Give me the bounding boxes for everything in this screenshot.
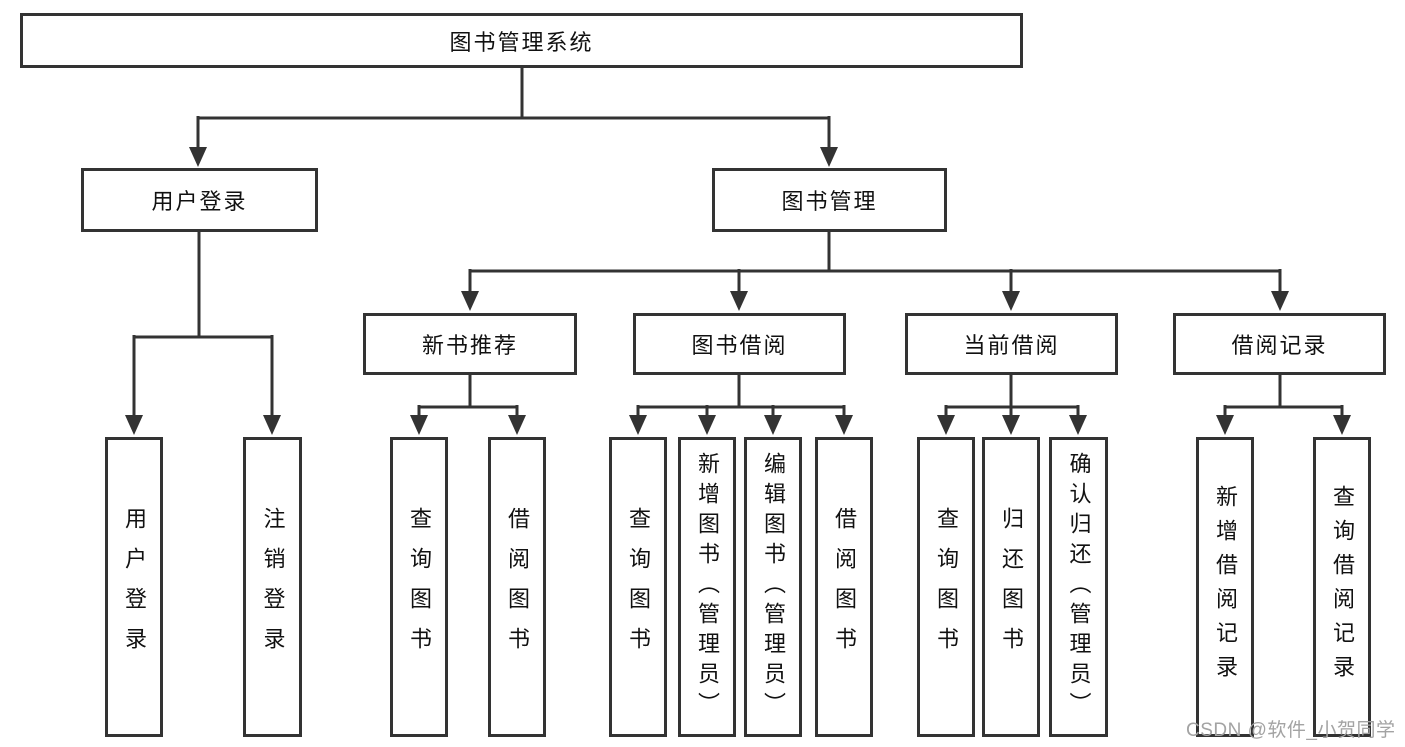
leaf-label: 注销登录 [260,507,286,667]
node-current-borrowing: 当前借阅 [905,313,1118,375]
node-label: 借阅记录 [1231,333,1328,358]
leaf-label: 新增图书（管理员） [695,452,720,722]
arrow-icon [1069,415,1087,435]
leaf-add-borrow-record: 新增借阅记录 [1196,437,1254,737]
leaf-add-books-admin: 新增图书（管理员） [678,437,736,737]
arrow-icon [189,147,207,167]
node-new-book-recommend: 新书推荐 [363,313,577,375]
arrow-icon [461,291,479,311]
arrow-icon [1002,291,1020,311]
leaf-logout: 注销登录 [243,437,302,737]
arrow-icon [820,147,838,167]
node-borrowing-records: 借阅记录 [1173,313,1386,375]
csdn-watermark: CSDN @软件_小贺同学 [1186,720,1396,741]
arrow-icon [125,415,143,435]
arrow-icon [1333,415,1351,435]
leaf-label: 归还图书 [999,507,1024,667]
leaf-edit-books-admin: 编辑图书（管理员） [744,437,802,737]
node-book-management: 图书管理 [712,168,947,232]
node-label: 新书推荐 [421,333,518,358]
node-library-system: 图书管理系统 [20,13,1023,68]
leaf-label: 查询图书 [934,507,959,667]
arrow-icon [730,291,748,311]
node-label: 图书借阅 [691,333,788,358]
leaf-label: 用户登录 [122,507,147,667]
leaf-label: 借阅图书 [505,507,530,667]
arrow-icon [508,415,526,435]
arrow-icon [629,415,647,435]
leaf-query-books-current: 查询图书 [917,437,975,737]
leaf-query-borrow-record: 查询借阅记录 [1313,437,1371,737]
leaf-return-books: 归还图书 [982,437,1040,737]
arrow-icon [835,415,853,435]
leaf-query-books-borrow: 查询图书 [609,437,667,737]
leaf-label: 查询图书 [626,507,651,667]
arrowheads [125,147,1351,435]
arrow-icon [698,415,716,435]
leaf-label: 确认归还（管理员） [1066,452,1092,722]
node-label: 当前借阅 [963,333,1060,358]
leaf-query-books-recommend: 查询图书 [390,437,448,737]
leaf-user-login: 用户登录 [105,437,163,737]
leaf-confirm-return-admin: 确认归还（管理员） [1049,437,1108,737]
connector-lines [132,67,1344,419]
arrow-icon [1002,415,1020,435]
arrow-icon [410,415,428,435]
node-user-login: 用户登录 [81,168,318,232]
arrow-icon [263,415,281,435]
arrow-icon [764,415,782,435]
leaf-borrow-books-recommend: 借阅图书 [488,437,546,737]
node-label: 用户登录 [151,189,248,214]
leaf-label: 查询图书 [407,507,432,667]
arrow-icon [1216,415,1234,435]
arrow-icon [1271,291,1289,311]
node-label: 图书管理 [781,189,878,214]
node-book-borrowing: 图书借阅 [633,313,846,375]
leaf-label: 新增借阅记录 [1213,485,1238,689]
node-label: 图书管理系统 [449,29,594,55]
leaf-label: 借阅图书 [832,507,857,667]
arrow-icon [937,415,955,435]
leaf-label: 编辑图书（管理员） [761,452,786,722]
leaf-borrow-books: 借阅图书 [815,437,873,737]
leaf-label: 查询借阅记录 [1330,485,1355,689]
